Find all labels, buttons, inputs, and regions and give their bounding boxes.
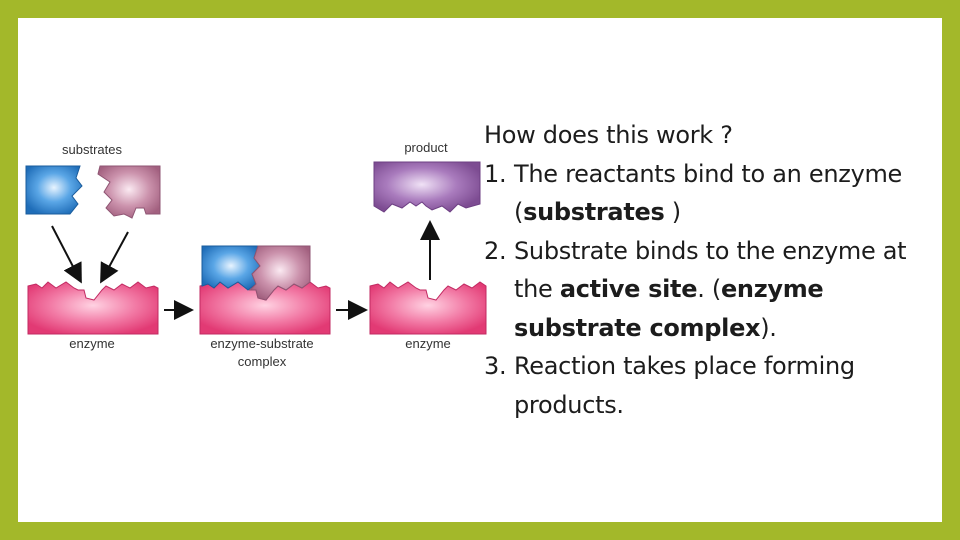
step-item: 2. Substrate binds to the enzyme at the …	[484, 232, 934, 348]
step-text: Reaction takes place forming products.	[514, 352, 855, 419]
arrow-substrate-mauve-to-enzyme	[100, 231, 129, 284]
enzyme-diagram-graphic	[25, 161, 487, 335]
step-text: The reactants bind to an enzyme (	[514, 159, 903, 227]
label-product: product	[404, 140, 448, 155]
enzyme-substrate-complex	[199, 245, 331, 335]
slide: substrates product enzyme enzyme-substra…	[18, 18, 942, 522]
substrate-blue	[25, 165, 83, 215]
explanation-text: How does this work ? 1. The reactants bi…	[484, 116, 934, 424]
arrow-substrate-blue-to-enzyme	[51, 225, 82, 284]
label-enzyme-1: enzyme	[69, 336, 115, 351]
label-complex-line1: enzyme-substrate	[210, 336, 314, 351]
step-number: 2.	[484, 236, 507, 265]
enzyme-2	[369, 281, 487, 335]
step-text-bold: enzyme substrate complex	[514, 275, 824, 342]
step-item: 1. The reactants bind to an enzyme (subs…	[484, 155, 934, 232]
step-text-bold: substrates	[523, 198, 665, 226]
step-item: 3. Reaction takes place forming products…	[484, 347, 934, 424]
step-number: 1.	[484, 159, 507, 188]
step-text: ).	[760, 313, 777, 342]
step-number: 3.	[484, 352, 507, 380]
enzyme-1	[27, 281, 159, 335]
step-text: . (	[697, 275, 721, 303]
label-complex-line2: complex	[237, 354, 287, 369]
label-enzyme-2: enzyme	[405, 336, 451, 351]
steps-list: 1. The reactants bind to an enzyme (subs…	[484, 155, 934, 425]
step-text-bold: active site	[559, 275, 698, 303]
product	[373, 161, 481, 213]
enzyme-diagram: substrates product enzyme enzyme-substra…	[18, 18, 518, 522]
step-text: )	[664, 198, 681, 226]
substrate-mauve	[97, 165, 161, 219]
question-heading: How does this work ?	[484, 121, 733, 149]
label-substrates: substrates	[62, 142, 122, 157]
step-text: Substrate binds to the enzyme at the	[514, 236, 907, 304]
